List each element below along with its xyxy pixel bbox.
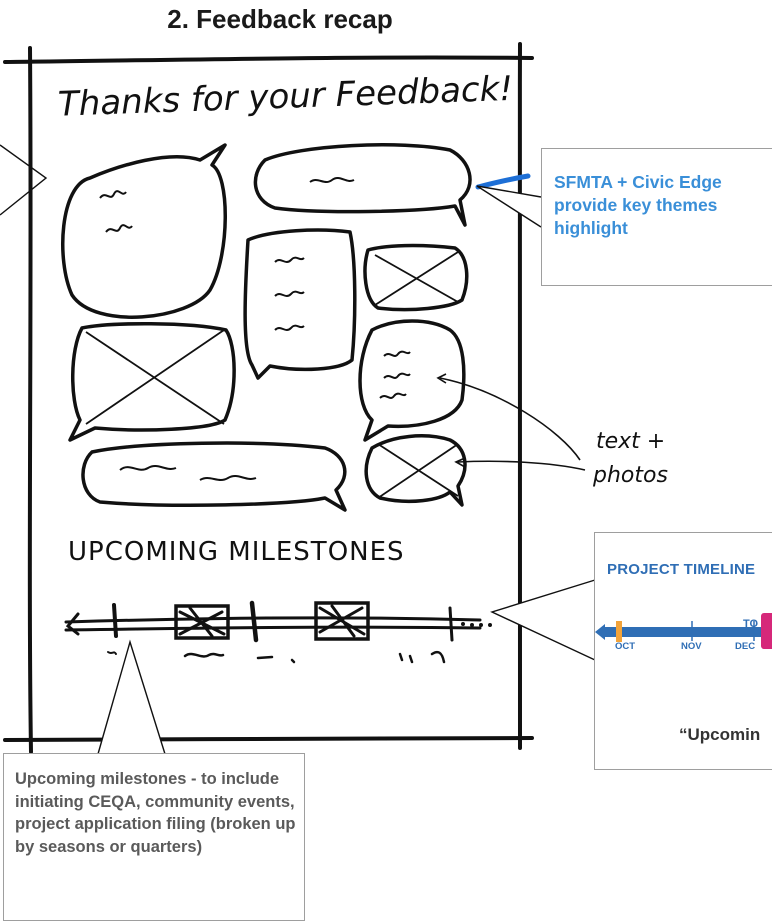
feedback-bubble-5 (68, 321, 236, 442)
sketch-timeline (64, 600, 492, 664)
milestones-callout-pointer (97, 639, 166, 755)
timeline-magenta-marker (761, 613, 772, 649)
page-title: 2. Feedback recap (167, 4, 393, 34)
annotation-text-line2: photos (592, 463, 668, 488)
themes-callout-line2: provide key themes (554, 195, 718, 215)
feedback-bubble-1 (61, 143, 227, 319)
timeline-month-oct: OCT (615, 641, 636, 652)
timeline-orange-marker (616, 621, 622, 642)
themes-callout-pointer (476, 185, 542, 228)
themes-callout-line3: highlight (554, 218, 628, 238)
timeline-arrow-left (595, 624, 605, 640)
milestones-callout: Upcoming milestones - to include initiat… (3, 753, 305, 921)
feedback-bubble-7 (81, 441, 347, 512)
feedback-bubble-4 (363, 243, 469, 312)
timeline-callout-pointer (490, 579, 596, 661)
sketch-heading: Thanks for your Feedback! (57, 69, 513, 125)
themes-callout-line1: SFMTA + Civic Edge (554, 172, 722, 192)
milestones-heading: UPCOMING MILESTONES (68, 537, 405, 567)
paper-frame (3, 42, 534, 754)
left-callout-pointer (0, 144, 48, 216)
timeline-graphic (595, 613, 772, 649)
annotation-text-line1: text + (596, 429, 665, 454)
annotation-arrows (436, 373, 586, 471)
feedback-bubble-3 (243, 228, 357, 380)
timeline-month-nov: NOV (681, 641, 702, 652)
timeline-callout: PROJECT TIMELINE TO OCT NOV DEC “Upcomin (594, 532, 772, 770)
milestones-callout-text: Upcoming milestones - to include initiat… (15, 770, 296, 856)
timeline-month-dec: DEC (735, 641, 756, 652)
project-timeline-title: PROJECT TIMELINE (607, 561, 756, 578)
themes-callout: SFMTA + Civic Edge provide key themes hi… (541, 148, 772, 286)
timeline-caption: “Upcomin (679, 725, 761, 744)
feedback-bubble-2 (253, 143, 472, 227)
timeline-bar (601, 627, 771, 637)
feedback-bubbles (61, 143, 472, 512)
feedback-bubble-6 (358, 319, 466, 442)
feedback-bubble-8 (364, 434, 467, 507)
